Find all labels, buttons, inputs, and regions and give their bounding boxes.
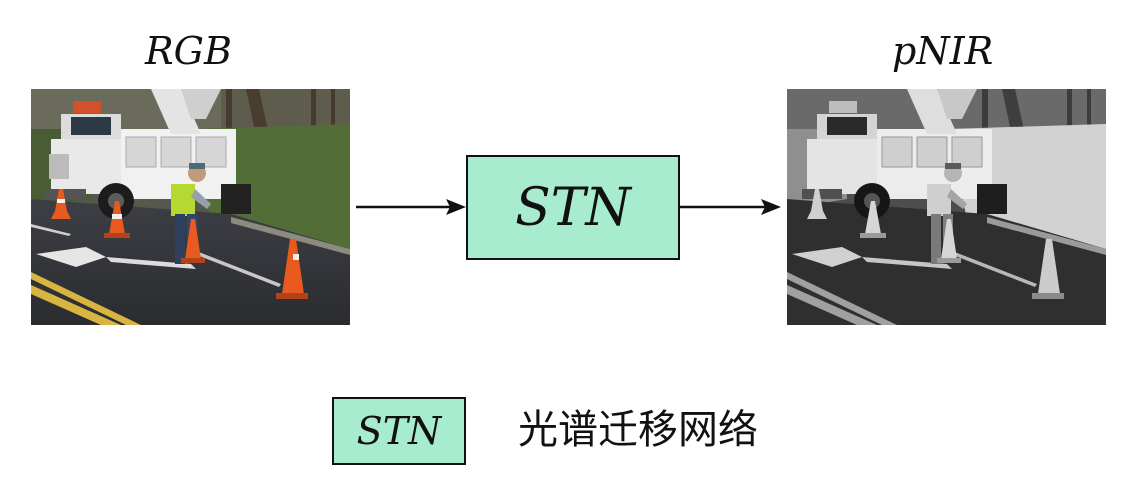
- pnir-image: [787, 89, 1106, 325]
- pnir-label: pNIR: [892, 29, 994, 73]
- arrow-input-to-stn: [356, 199, 466, 215]
- arrow-stn-to-output: [680, 199, 781, 215]
- stn-block-label: STN: [515, 177, 631, 238]
- legend-description: 光谱迁移网络: [518, 407, 758, 453]
- rgb-image: [31, 89, 350, 325]
- legend-stn-label: STN: [356, 409, 442, 453]
- rgb-label: RGB: [145, 29, 232, 73]
- legend-stn-swatch: STN: [332, 397, 466, 465]
- stn-block: STN: [466, 155, 680, 260]
